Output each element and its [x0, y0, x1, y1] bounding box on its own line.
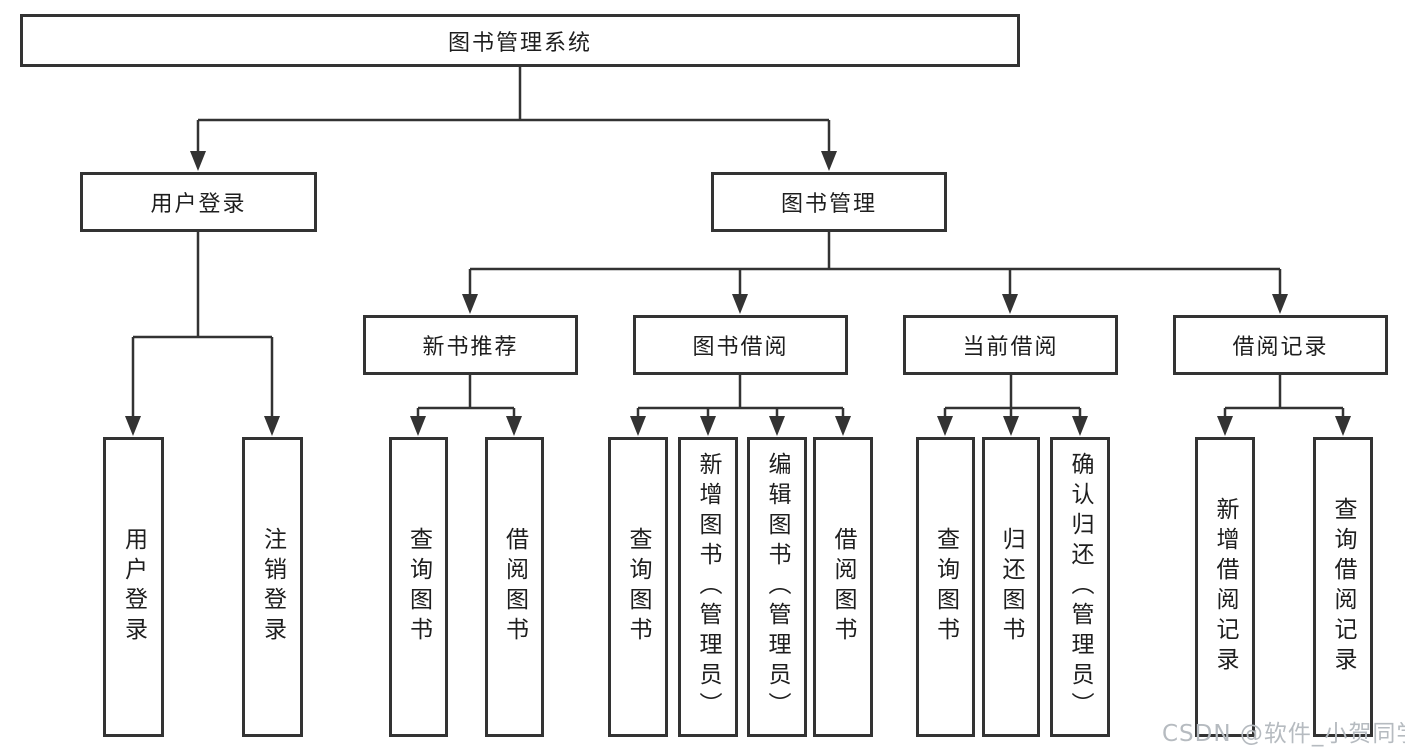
node-label: 新书推荐 — [422, 335, 519, 360]
node-label: 新增图书（管理员） — [695, 452, 721, 722]
arrow-down-icon — [506, 416, 522, 436]
node-library-management-system: 图书管理系统 — [20, 14, 1020, 67]
node-borrowing-records: 借阅记录 — [1173, 315, 1388, 375]
node-label: 新增借阅记录 — [1212, 497, 1238, 677]
leaf-user-login: 用户登录 — [103, 437, 164, 737]
node-label: 用户登录 — [120, 527, 147, 647]
leaf-query-books-3: 查询图书 — [916, 437, 975, 737]
arrow-down-icon — [264, 416, 280, 436]
leaf-add-borrow-record: 新增借阅记录 — [1195, 437, 1255, 737]
csdn-watermark: CSDN @软件_小贺同学 — [1162, 721, 1405, 747]
arrow-down-icon — [835, 416, 851, 436]
arrow-down-icon — [769, 416, 785, 436]
arrow-down-icon — [125, 416, 141, 436]
arrow-down-icon — [1003, 416, 1019, 436]
leaf-borrow-books-1: 借阅图书 — [485, 437, 544, 737]
leaf-logout: 注销登录 — [242, 437, 303, 737]
connector-root-to-level2 — [190, 67, 837, 171]
node-label: 借阅记录 — [1232, 335, 1329, 360]
leaf-confirm-return-admin: 确认归还（管理员） — [1050, 437, 1110, 737]
arrow-down-icon — [821, 151, 837, 171]
leaf-query-books-1: 查询图书 — [389, 437, 448, 737]
leaf-add-books-admin: 新增图书（管理员） — [678, 437, 738, 737]
arrow-down-icon — [462, 294, 478, 314]
arrow-down-icon — [732, 294, 748, 314]
node-label: 查询图书 — [405, 527, 432, 647]
node-label: 编辑图书（管理员） — [764, 452, 790, 722]
connector-book-mgmt-to-level3 — [462, 232, 1288, 314]
leaf-query-borrow-record: 查询借阅记录 — [1313, 437, 1373, 737]
node-label: 查询图书 — [932, 527, 959, 647]
node-label: 注销登录 — [259, 527, 286, 647]
leaf-edit-books-admin: 编辑图书（管理员） — [747, 437, 807, 737]
arrow-down-icon — [1072, 416, 1088, 436]
arrow-down-icon — [1272, 294, 1288, 314]
node-label: 图书借阅 — [692, 335, 789, 360]
leaf-borrow-books-2: 借阅图书 — [813, 437, 873, 737]
node-current-borrowing: 当前借阅 — [903, 315, 1118, 375]
leaf-return-books: 归还图书 — [982, 437, 1040, 737]
node-book-borrowing: 图书借阅 — [633, 315, 848, 375]
node-label: 确认归还（管理员） — [1067, 452, 1093, 722]
node-user-login-branch: 用户登录 — [80, 172, 317, 232]
connector-new-book-to-leaves — [410, 375, 522, 436]
connector-user-login-to-leaves — [125, 232, 280, 436]
arrow-down-icon — [1335, 416, 1351, 436]
arrow-down-icon — [190, 151, 206, 171]
leaf-query-books-2: 查询图书 — [608, 437, 668, 737]
connector-book-borrow-to-leaves — [630, 375, 851, 436]
node-label: 借阅图书 — [501, 527, 528, 647]
node-label: 查询借阅记录 — [1330, 497, 1356, 677]
connector-borrow-record-to-leaves — [1217, 375, 1351, 436]
arrow-down-icon — [630, 416, 646, 436]
node-label: 归还图书 — [998, 527, 1024, 647]
connector-current-borrow-to-leaves — [937, 375, 1088, 436]
node-label: 图书管理 — [780, 192, 877, 217]
arrow-down-icon — [1217, 416, 1233, 436]
arrow-down-icon — [1002, 294, 1018, 314]
arrow-down-icon — [700, 416, 716, 436]
node-label: 查询图书 — [625, 527, 651, 647]
node-book-management: 图书管理 — [711, 172, 947, 232]
arrow-down-icon — [410, 416, 426, 436]
node-label: 用户登录 — [150, 192, 247, 217]
node-label: 图书管理系统 — [447, 30, 592, 56]
node-label: 当前借阅 — [962, 335, 1059, 360]
node-new-book-recommendation: 新书推荐 — [363, 315, 578, 375]
node-label: 借阅图书 — [830, 527, 856, 647]
arrow-down-icon — [937, 416, 953, 436]
